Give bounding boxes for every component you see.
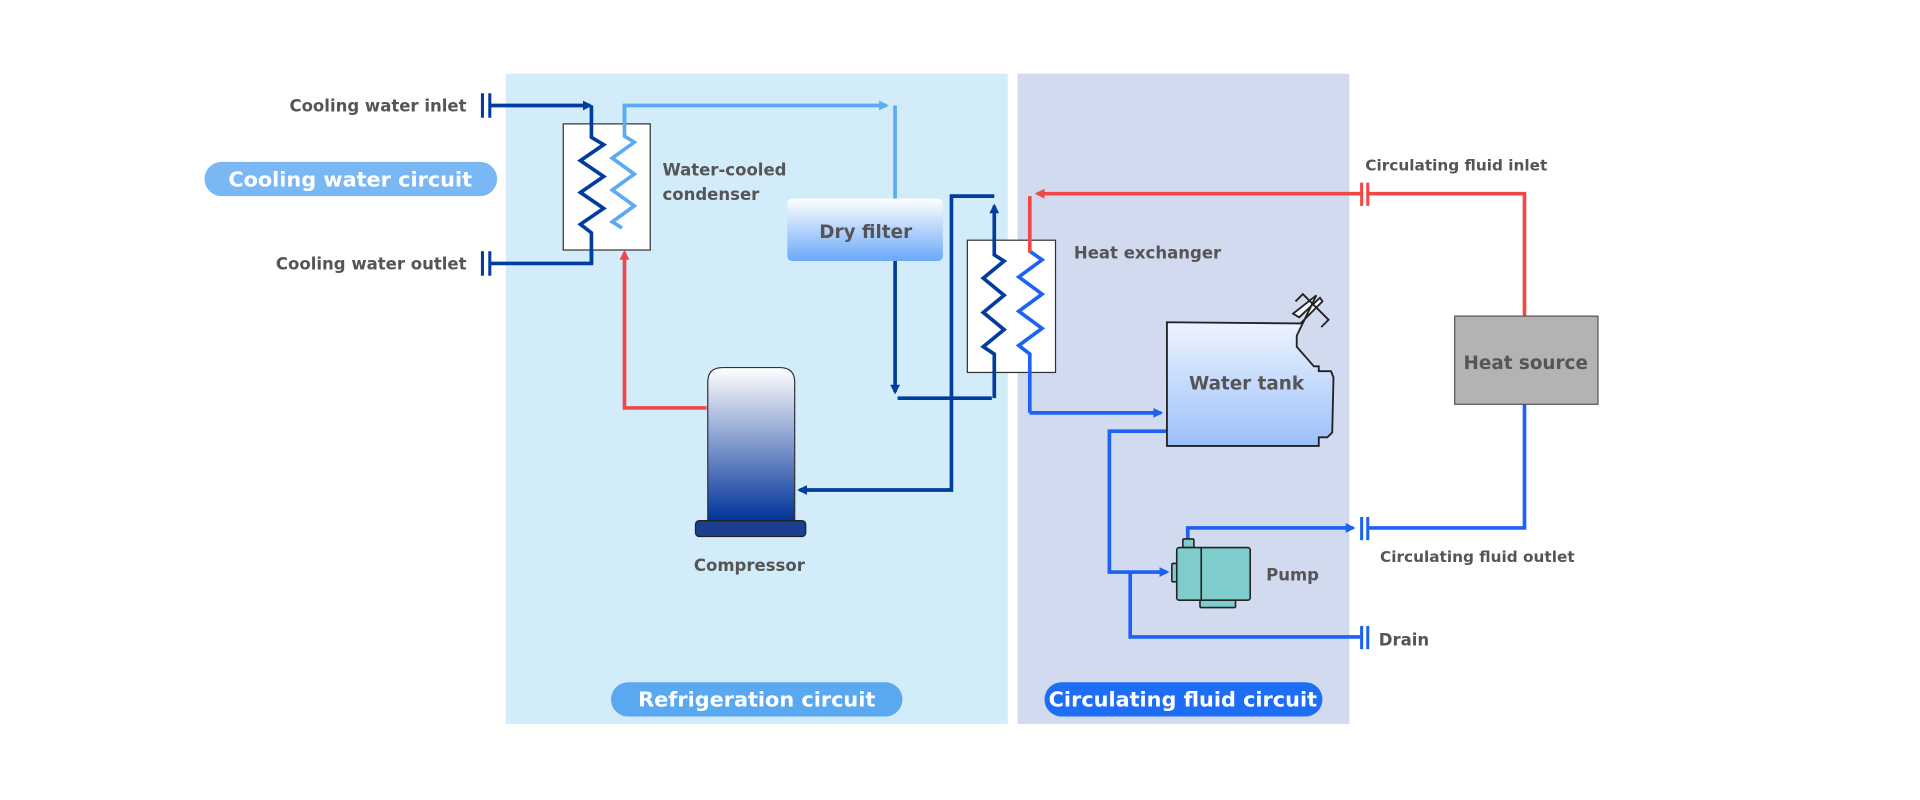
condenser-to-filter-pipe (622, 100, 889, 123)
compressor-label: Compressor (694, 556, 806, 575)
pump-outlet-pipe (1185, 523, 1356, 539)
cooling-water-circuit-badge: Cooling water circuit (204, 161, 498, 197)
refrigeration-circuit-label: Refrigeration circuit (638, 688, 875, 712)
condenser-label-line1: Water-cooled (662, 160, 786, 179)
heat-source: Heat source (1454, 315, 1599, 405)
tank-to-pump-pipe (1107, 429, 1170, 577)
circulating-fluid-inlet-label: Circulating fluid inlet (1365, 156, 1547, 174)
cooling-water-inlet-label: Cooling water inlet (289, 97, 466, 116)
drain-connector (1360, 625, 1370, 650)
cooling-water-circuit-label: Cooling water circuit (228, 167, 472, 191)
water-tank (1166, 292, 1335, 447)
circulating-fluid-circuit-label: Circulating fluid circuit (1049, 688, 1317, 712)
fluid-return-pipe (1367, 191, 1527, 317)
condenser-label-line2: condenser (662, 185, 760, 204)
drain-label: Drain (1379, 631, 1429, 650)
hx-to-compressor-pipe (797, 194, 995, 495)
refrigeration-circuit-badge: Refrigeration circuit (611, 682, 903, 717)
circulating-fluid-inlet-connector (1360, 182, 1370, 206)
fluid-outlet-pipe (1368, 404, 1527, 530)
water-cooled-condenser (562, 105, 651, 264)
heat-source-label: Heat source (1464, 353, 1588, 374)
cooling-water-outlet-label: Cooling water outlet (276, 255, 467, 274)
heat-exchanger-label: Heat exchanger (1074, 244, 1222, 263)
cooling-water-inlet-connector (480, 93, 492, 118)
pump (1171, 538, 1251, 609)
pump-label: Pump (1266, 566, 1319, 585)
circulating-fluid-circuit-badge: Circulating fluid circuit (1044, 682, 1323, 717)
compressor (694, 366, 807, 538)
compressor-discharge-pipe (619, 250, 707, 410)
cooling-water-outlet-connector (480, 251, 492, 276)
drain-pipe (1128, 572, 1361, 639)
water-tank-label: Water tank (1189, 374, 1305, 395)
dry-filter-label: Dry filter (819, 222, 912, 243)
circulating-fluid-outlet-connector (1360, 516, 1370, 541)
circulating-fluid-outlet-label: Circulating fluid outlet (1380, 548, 1575, 566)
dry-filter: Dry filter (787, 198, 943, 262)
heat-exchanger (966, 239, 1057, 413)
